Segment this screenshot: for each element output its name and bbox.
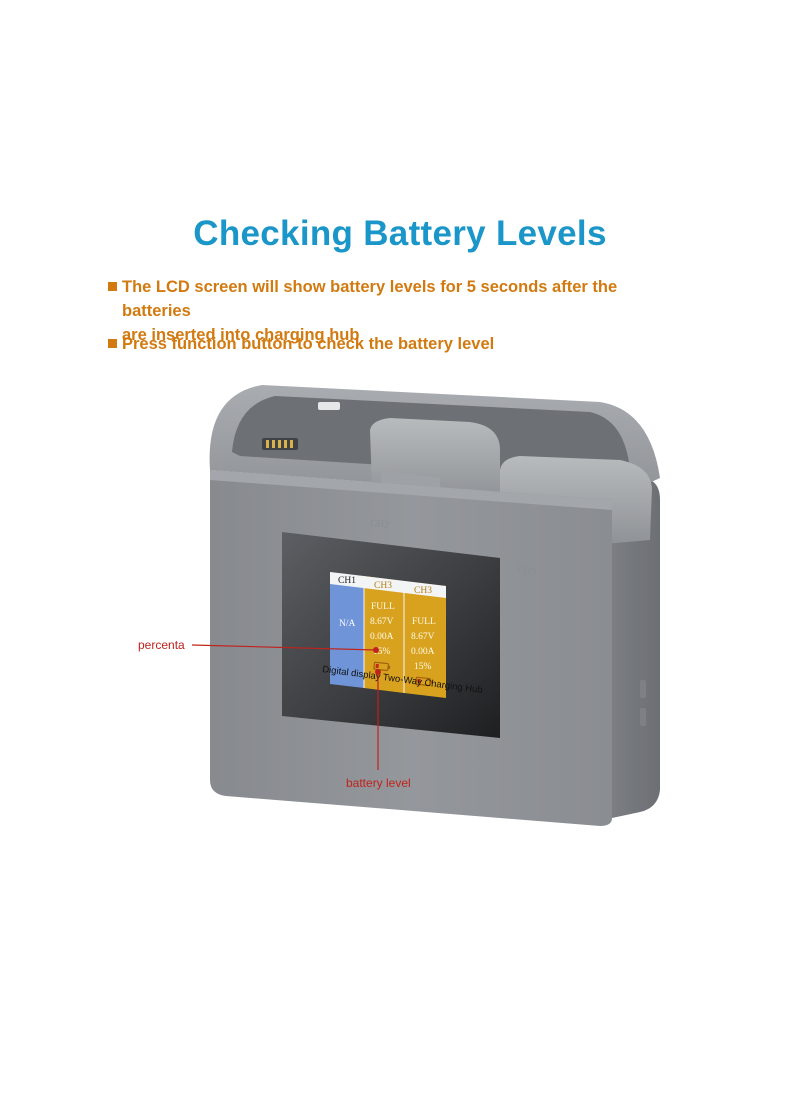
latch-slot [318,402,340,410]
lcd-ch3a-percent: 15% [373,647,391,657]
side-groove [640,708,646,726]
lcd-ch3b-percent: 15% [414,662,432,672]
battery-level-icon [415,676,433,687]
bullet-lcd-info: The LCD screen will show battery levels … [108,275,668,347]
lcd-header-ch3a: CH3 [374,581,392,591]
lcd-ch3b-current: 0.00A [411,647,435,657]
lcd-column-ch1 [330,572,364,688]
battery-level-icon [373,661,391,672]
side-groove [640,680,646,698]
mark-ch3: CH3 [517,565,537,578]
bullet-square-icon [108,282,117,291]
bullet-square-icon [108,339,117,348]
lcd-header-ch1: CH1 [338,576,356,586]
lcd-display: CH1 CH3 CH3 N/A FULL 8.67V 0.00A 15% FUL… [330,572,446,698]
bullet-text-line1: Press function button to check the batte… [122,335,495,353]
lcd-column-ch3b [404,581,446,698]
bullet-text-line2: are inserted into charging hub [122,326,360,344]
lcd-ch3b-voltage: 8.67V [411,632,435,642]
hub-side-face [612,478,660,818]
mark-ch2: CH2 [370,518,390,531]
lcd-ch3a-voltage: 8.67V [370,617,394,627]
lcd-header-ch3b: CH3 [414,586,432,596]
bullet-text-line1: The LCD screen will show battery levels … [122,278,618,320]
lcd-ch3b-status: FULL [412,617,436,627]
callout-battery-level-label: battery level [346,776,411,790]
callout-battery-line [375,669,381,770]
callout-percentage-label: percenta [138,638,185,652]
page-title: Checking Battery Levels [193,214,607,253]
bullet-press-button: Press function button to check the batte… [108,332,668,356]
mark-ch1: CH1 [246,482,266,495]
callout-percentage-line [191,644,379,653]
connector-pins [262,438,298,450]
lcd-ch3a-current: 0.00A [370,632,394,642]
lcd-ch3a-status: FULL [371,602,395,612]
lcd-ch1-value: N/A [339,619,356,629]
